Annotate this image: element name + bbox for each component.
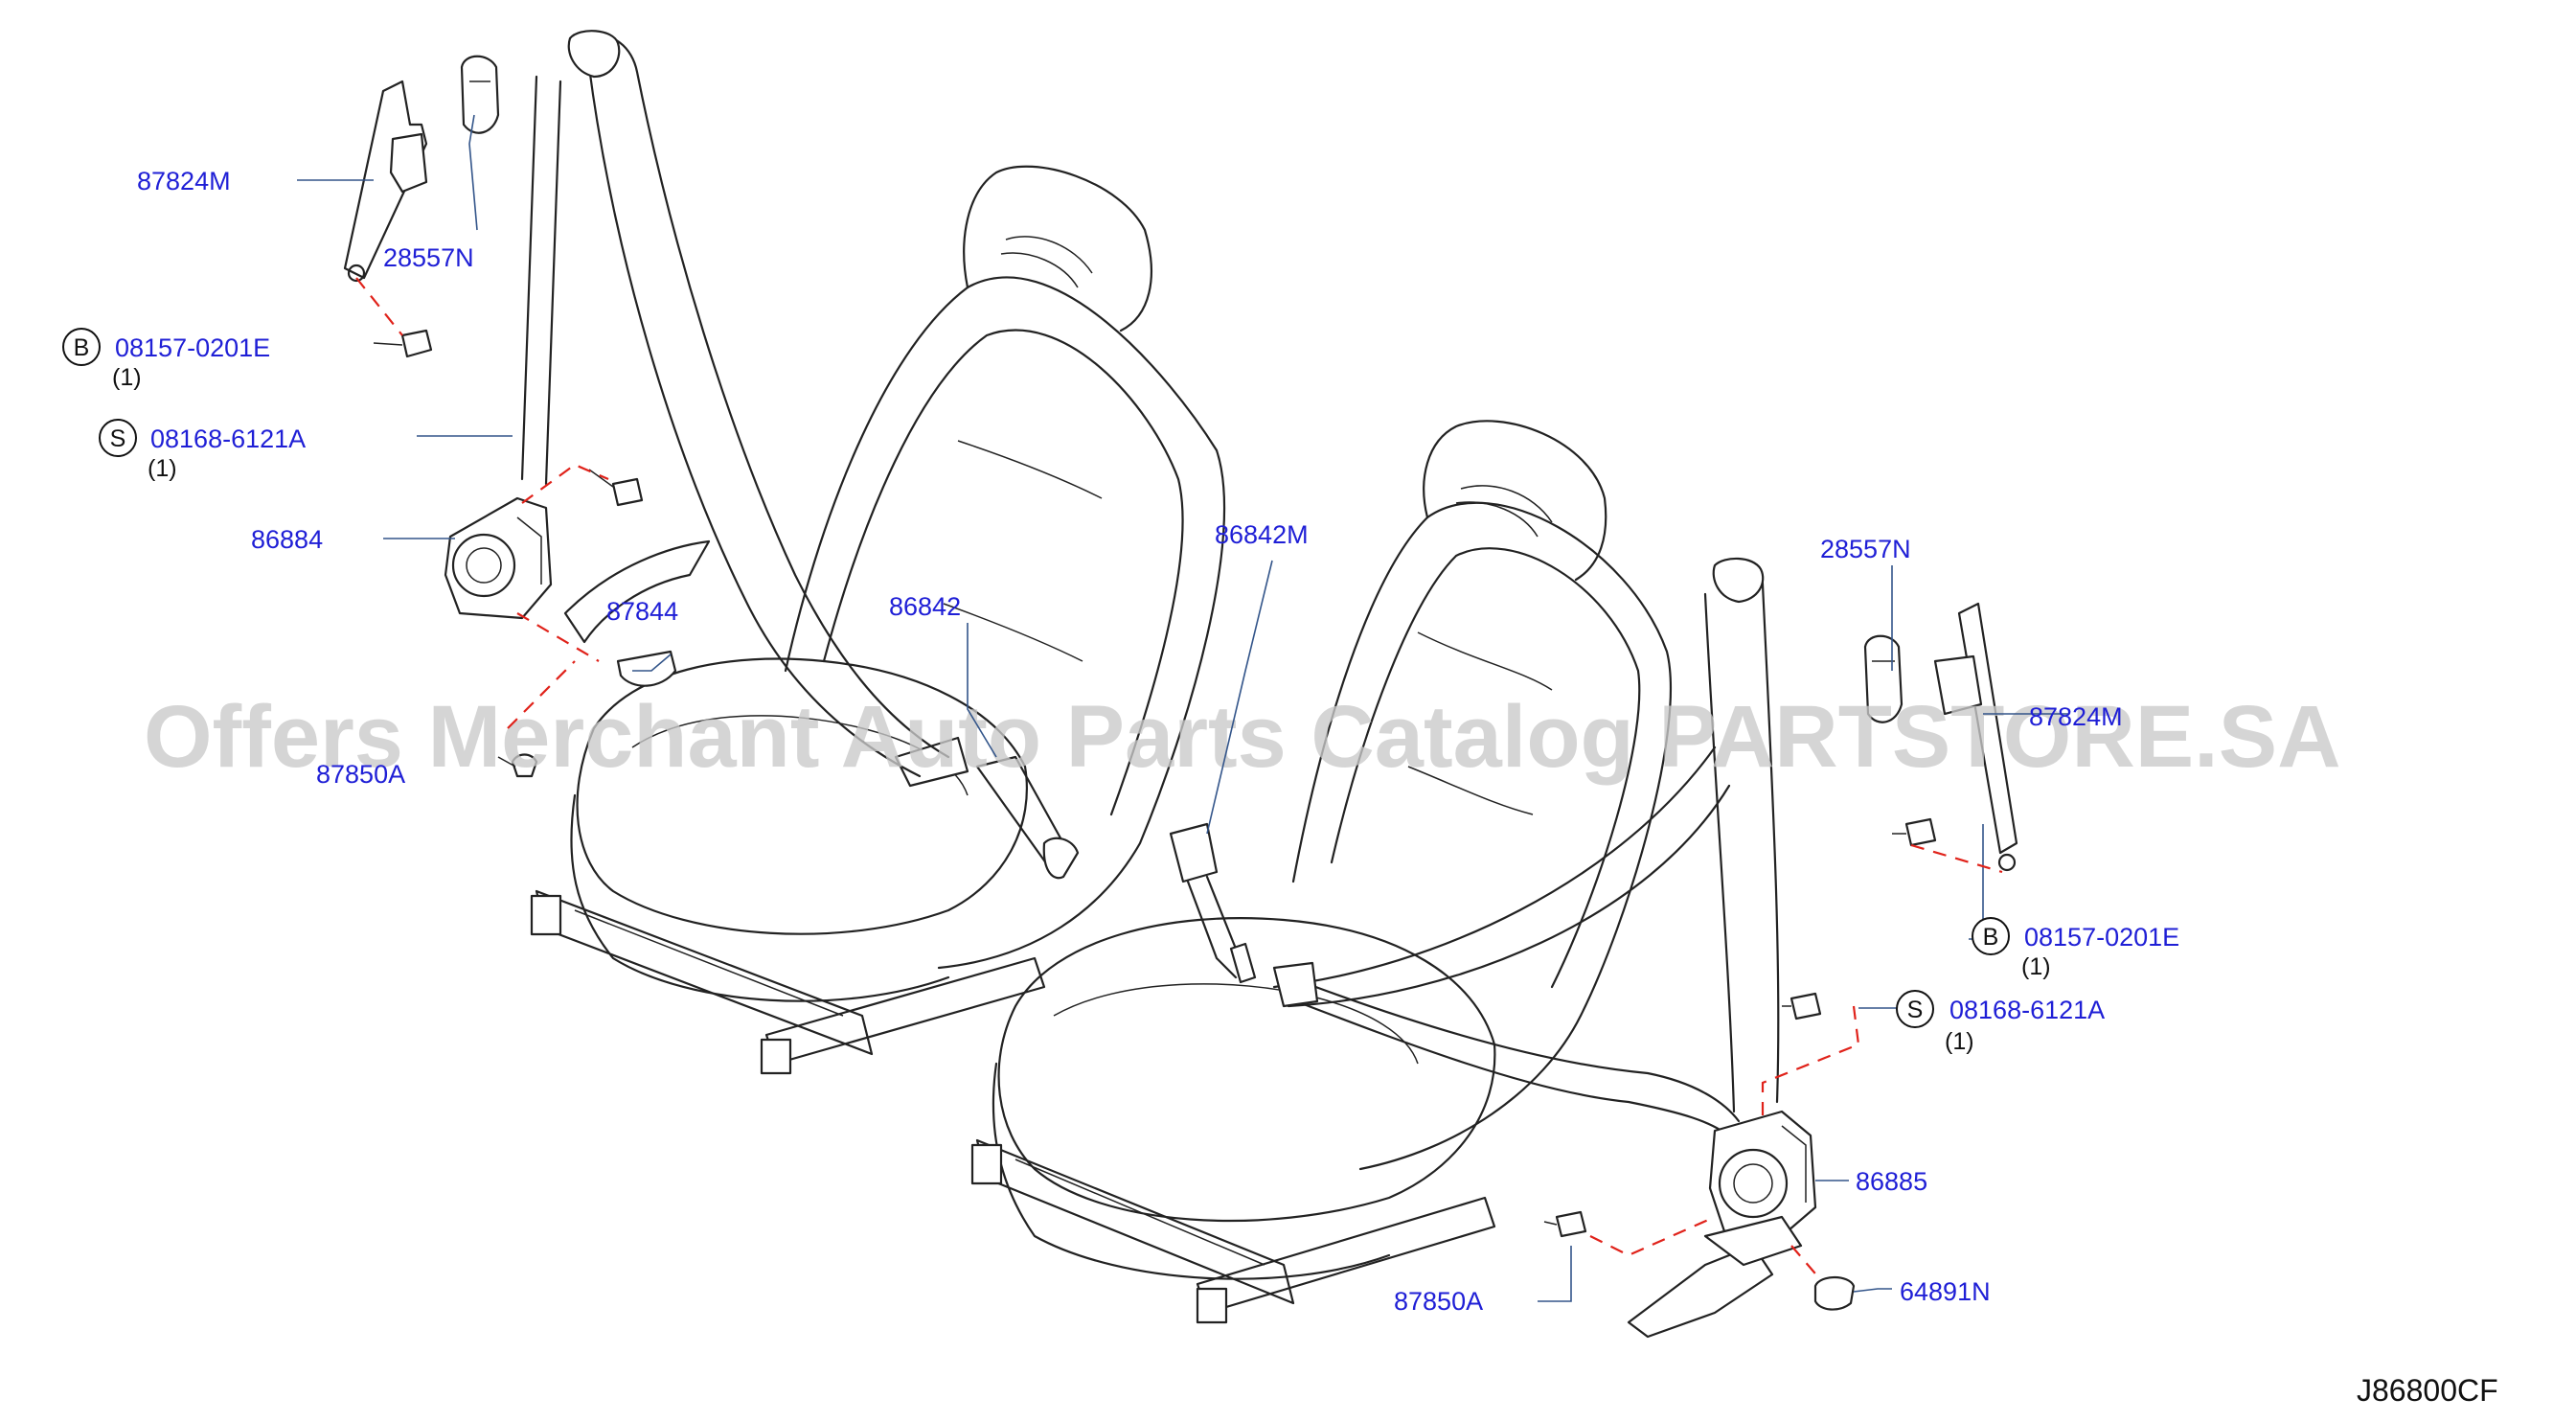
part-label-87824m-right[interactable]: 87824M bbox=[2029, 702, 2123, 731]
assembly-dashed-lines bbox=[355, 277, 2003, 1280]
left-seat-illustration bbox=[530, 165, 1226, 1075]
part-labels: 87824M 28557N B 08157-0201E (1) S 08168-… bbox=[62, 167, 2498, 1408]
watermark-text: Offers Merchant Auto Parts Catalog PARTS… bbox=[144, 688, 2341, 786]
right-belt-webbing bbox=[1272, 557, 2018, 1339]
leader-lines bbox=[297, 114, 2069, 1302]
quantity-08168-6121a-left: (1) bbox=[148, 455, 177, 482]
left-belt-webbing bbox=[343, 30, 950, 778]
badge-b-left: B bbox=[62, 328, 101, 366]
svg-text:S: S bbox=[110, 425, 126, 452]
svg-text:S: S bbox=[1907, 997, 1924, 1023]
quantity-08157-0201e-left: (1) bbox=[112, 364, 142, 391]
badge-s-left: S bbox=[99, 419, 137, 457]
diagram-code: J86800CF bbox=[2357, 1373, 2498, 1408]
part-label-87824m-left[interactable]: 87824M bbox=[137, 167, 231, 195]
badge-b-right: B bbox=[1972, 917, 2010, 955]
part-label-08157-0201e-right[interactable]: 08157-0201E bbox=[2024, 923, 2179, 952]
part-label-08157-0201e-left[interactable]: 08157-0201E bbox=[115, 333, 270, 362]
badge-s-right: S bbox=[1896, 990, 1934, 1028]
svg-text:B: B bbox=[74, 334, 90, 361]
part-label-28557n-left[interactable]: 28557N bbox=[383, 243, 474, 272]
part-label-87850a-left[interactable]: 87850A bbox=[316, 760, 405, 789]
part-label-86885[interactable]: 86885 bbox=[1856, 1167, 1927, 1196]
part-label-87844[interactable]: 87844 bbox=[606, 597, 678, 626]
part-label-08168-6121a-right[interactable]: 08168-6121A bbox=[1949, 996, 2105, 1024]
part-label-86842m[interactable]: 86842M bbox=[1215, 520, 1309, 549]
part-label-28557n-right[interactable]: 28557N bbox=[1820, 535, 1911, 563]
part-label-64891n[interactable]: 64891N bbox=[1900, 1277, 1991, 1306]
quantity-08157-0201e-right: (1) bbox=[2021, 953, 2051, 980]
quantity-08168-6121a-right: (1) bbox=[1945, 1028, 1974, 1055]
part-label-87850a-right[interactable]: 87850A bbox=[1394, 1287, 1483, 1316]
part-label-08168-6121a-left[interactable]: 08168-6121A bbox=[150, 424, 306, 453]
line-art bbox=[343, 30, 2018, 1339]
right-seat-illustration bbox=[970, 420, 1673, 1324]
part-label-86842[interactable]: 86842 bbox=[889, 592, 961, 621]
svg-text:B: B bbox=[1983, 924, 1999, 951]
part-label-86884[interactable]: 86884 bbox=[251, 525, 323, 554]
